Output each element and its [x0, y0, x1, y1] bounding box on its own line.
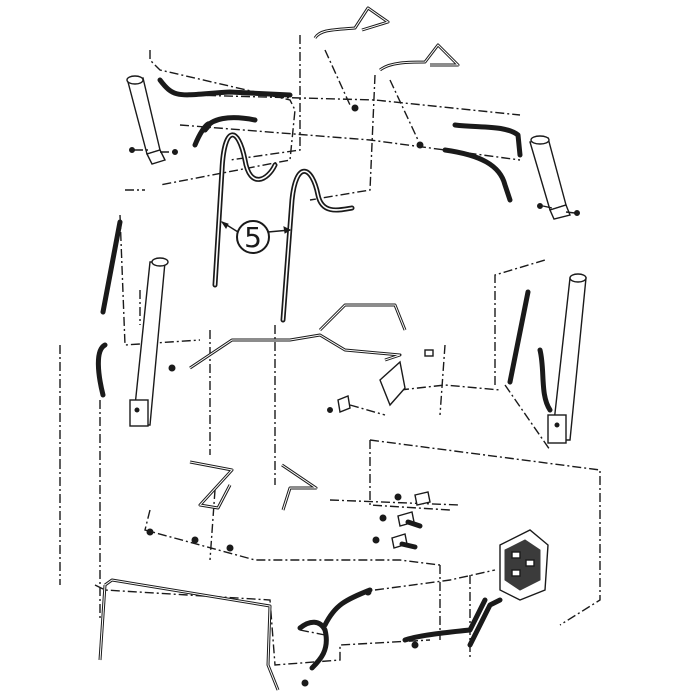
callout-label: 5 [244, 221, 262, 254]
cylinder-top-right [529, 135, 580, 220]
upper-hoses [157, 77, 523, 203]
side-hoses [95, 219, 553, 413]
bottom-return-tube [98, 578, 280, 691]
callout-circle [236, 220, 270, 254]
cylinder-right-middle [547, 273, 587, 444]
callout-5: 5 [220, 220, 292, 254]
cylinder-left-middle [129, 257, 169, 427]
cylinder-top-left [126, 75, 178, 165]
hose-pair-item-5 [212, 132, 355, 323]
routing-leader-lines [59, 35, 601, 666]
middle-tube-network [168, 303, 434, 413]
bottom-hoses [297, 587, 503, 687]
valve-fittings [146, 491, 431, 552]
lower-bracket-tubes [189, 460, 318, 511]
top-tube-assemblies [313, 6, 460, 149]
control-valve-block [499, 529, 549, 601]
